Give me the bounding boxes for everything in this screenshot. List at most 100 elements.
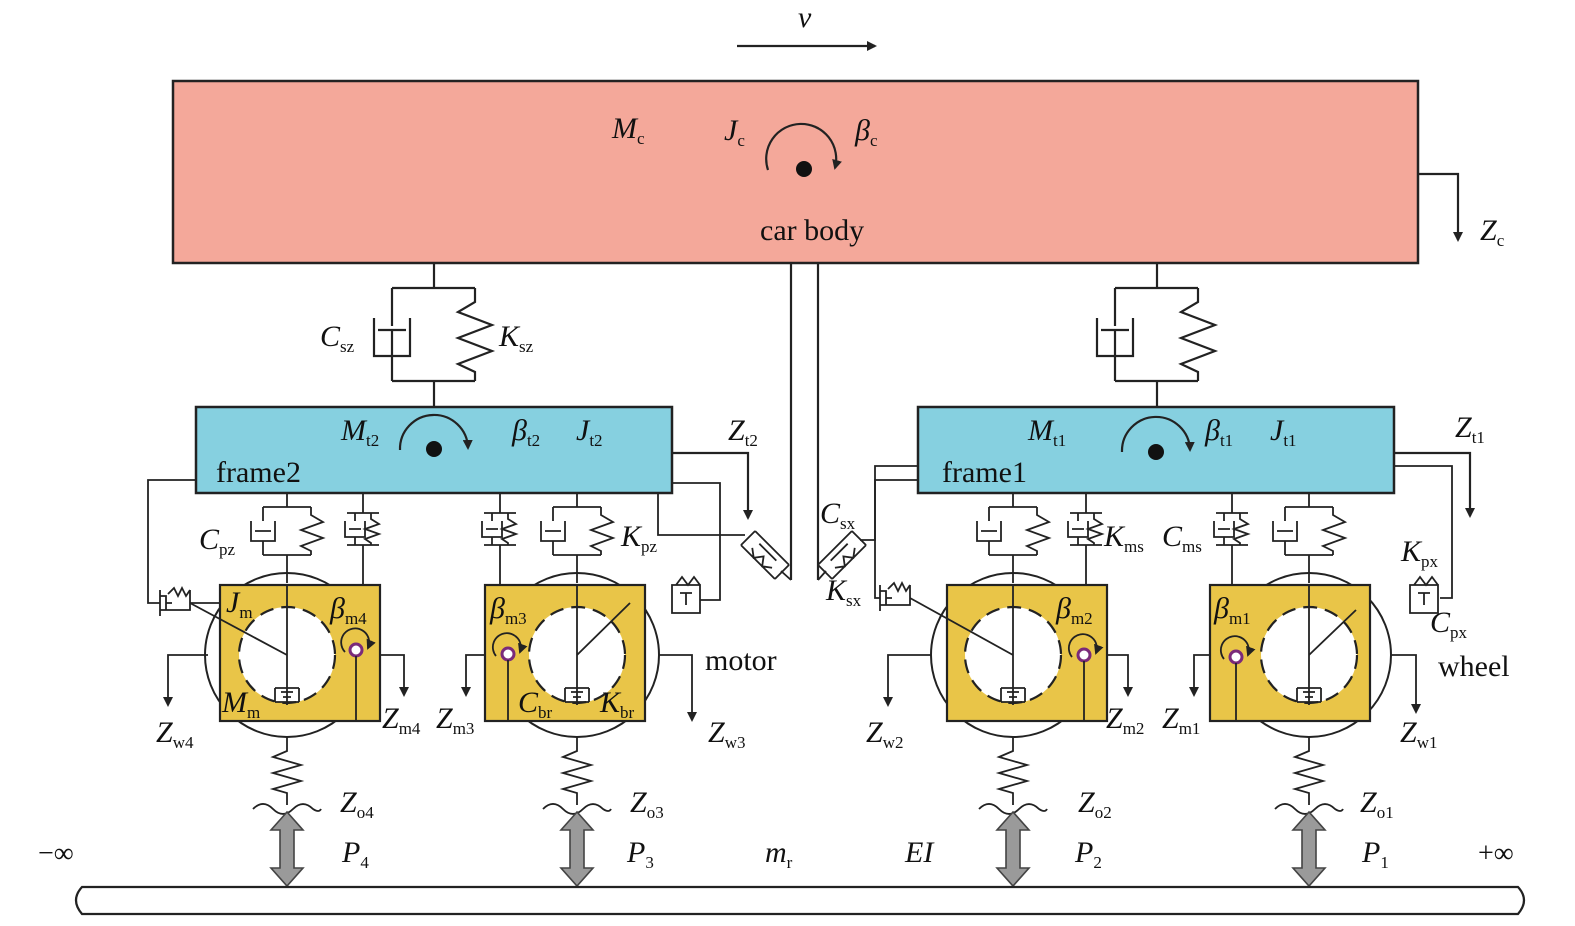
secondary-suspension-left: Csz Ksz: [320, 263, 534, 406]
zm2-label: Zm2: [1106, 702, 1144, 738]
csz-damper-icon: [372, 288, 412, 381]
wheel-motor-unit-3: βm3 Cbr Kbr Zm3 Zw3 motor: [436, 572, 777, 752]
frame1-block: Mt1 βt1 Jt1 frame1 Zt1: [916, 405, 1485, 518]
force-arrow-2-icon: [995, 810, 1031, 888]
ksz-label: Ksz: [498, 320, 534, 356]
kms-label: Kms: [1103, 520, 1144, 556]
velocity-arrow: v: [737, 1, 877, 51]
contact-forces: P4 P3 P2 P1: [269, 810, 1389, 888]
zo3-label: Zo3: [630, 786, 664, 822]
zo4-label: Zo4: [340, 786, 374, 822]
frame2-rotation-arrow-icon: [398, 413, 473, 451]
cms-label: Cms: [1162, 520, 1202, 556]
car-disp-arrow-icon: [1418, 172, 1463, 242]
zw3-label: Zw3: [708, 716, 745, 752]
cbr-label: Cbr: [518, 686, 553, 722]
p2-label: P2: [1074, 836, 1102, 872]
motor-3-pivot: [500, 646, 516, 662]
car-pitch-label: βc: [854, 114, 878, 150]
bm1-label: βm1: [1213, 592, 1251, 628]
ksz-right-spring-icon: [1177, 288, 1219, 381]
zm3-label: Zm3: [436, 702, 474, 738]
zm1-label: Zm1: [1162, 702, 1200, 738]
car-body-rect: [171, 79, 1420, 265]
p3-label: P3: [626, 836, 654, 872]
frame2-mass-label: Mt2: [340, 414, 379, 450]
kbr-label: Kbr: [599, 686, 635, 722]
kpz-label: Kpz: [620, 520, 658, 556]
frame1-pitch-label: βt1: [1204, 414, 1233, 450]
neg-inf-label: −∞: [38, 838, 74, 869]
frame1-disp-label: Zt1: [1455, 411, 1485, 447]
csx-label: Csx: [820, 497, 856, 533]
center-link: [789, 263, 820, 580]
zw1-label: Zw1: [1400, 716, 1437, 752]
car-body-block: Mc Jc βc car body Zc: [171, 79, 1505, 265]
force-arrow-4-icon: [269, 810, 305, 888]
contact-spring-3-icon: [542, 737, 612, 815]
csz-label: Csz: [320, 320, 355, 356]
p4-label: P4: [341, 836, 369, 872]
ksx-label: Ksx: [825, 574, 862, 610]
ksz-spring-icon: [454, 288, 496, 381]
cpx-label: Cpx: [1430, 606, 1468, 642]
zo2-label: Zo2: [1078, 786, 1112, 822]
frame1-mass-label: Mt1: [1027, 414, 1066, 450]
rail-beam: −∞ +∞ mr EI: [38, 836, 1526, 916]
frame1-disp-arrow-icon: [1394, 451, 1475, 518]
csz-right-damper-icon: [1095, 288, 1135, 381]
wheel-motor-unit-4: Jm βm4 Mm Zw4 Zm4: [156, 572, 421, 752]
pos-inf-label: +∞: [1478, 838, 1514, 869]
frame2-center-dot: [426, 441, 442, 457]
zo1-label: Zo1: [1360, 786, 1394, 822]
contact-spring-4-icon: [252, 737, 322, 815]
frame1-inertia-label: Jt1: [1270, 414, 1297, 450]
velocity-label: v: [798, 1, 812, 34]
zw4-label: Zw4: [156, 716, 194, 752]
zw2-label: Zw2: [866, 716, 903, 752]
rail-stiffness-label: EI: [904, 836, 935, 869]
frame1-rotation-arrow-icon: [1120, 415, 1195, 453]
wheel-motor-unit-1: βm1 Zm1 Zw1 wheel: [1162, 572, 1510, 752]
force-arrow-1-icon: [1291, 810, 1327, 888]
car-body-label: car body: [760, 214, 864, 247]
frame2-inertia-label: Jt2: [576, 414, 603, 450]
bm4-label: βm4: [329, 592, 367, 628]
car-inertia-label: Jc: [724, 114, 745, 150]
cpz-label: Cpz: [199, 523, 236, 559]
primary-suspensions: Cpz Kpz: [199, 493, 1348, 583]
motor-suspensions: Kms Cms: [344, 493, 1251, 585]
motor-4-pivot: [348, 642, 364, 658]
p1-label: P1: [1361, 836, 1389, 872]
rail-beam-shape: [74, 885, 1526, 916]
motor-2-pivot: [1076, 647, 1092, 663]
motor-label: motor: [705, 644, 777, 677]
contact-spring-2-icon: [978, 737, 1048, 815]
car-disp-label: Zc: [1480, 214, 1505, 250]
contact-springs: Zo4 Zo3 Zo2 Zo1: [252, 737, 1394, 822]
secondary-suspension-right: [1095, 263, 1219, 406]
frame2-block: Mt2 βt2 Jt2 frame2 Zt2: [194, 405, 758, 520]
bm3-label: βm3: [489, 592, 527, 628]
motor-1-pivot: [1228, 649, 1244, 665]
frame2-disp-arrow-icon: [672, 451, 753, 520]
force-arrow-3-icon: [559, 810, 595, 888]
car-rotation-arrow-icon: [765, 122, 842, 171]
kpx-label: Kpx: [1400, 535, 1439, 571]
longitudinal-links: Csx Ksx Kpx Cpx: [147, 465, 1468, 642]
car-mass-label: Mc: [611, 112, 645, 148]
car-center-dot: [796, 161, 812, 177]
bm2-label: βm2: [1055, 592, 1093, 628]
wheel-motor-unit-2: βm2 Zw2 Zm2: [866, 572, 1144, 752]
frame1-center-dot: [1148, 444, 1164, 460]
frame2-pitch-label: βt2: [511, 414, 540, 450]
jm-label: Jm: [226, 586, 253, 622]
rail-mass-label: mr: [765, 836, 793, 872]
frame2-label: frame2: [216, 456, 301, 489]
frame2-disp-label: Zt2: [728, 414, 758, 450]
frame1-label: frame1: [942, 456, 1027, 489]
wheel-label: wheel: [1438, 650, 1510, 683]
zm4-label: Zm4: [382, 702, 421, 738]
